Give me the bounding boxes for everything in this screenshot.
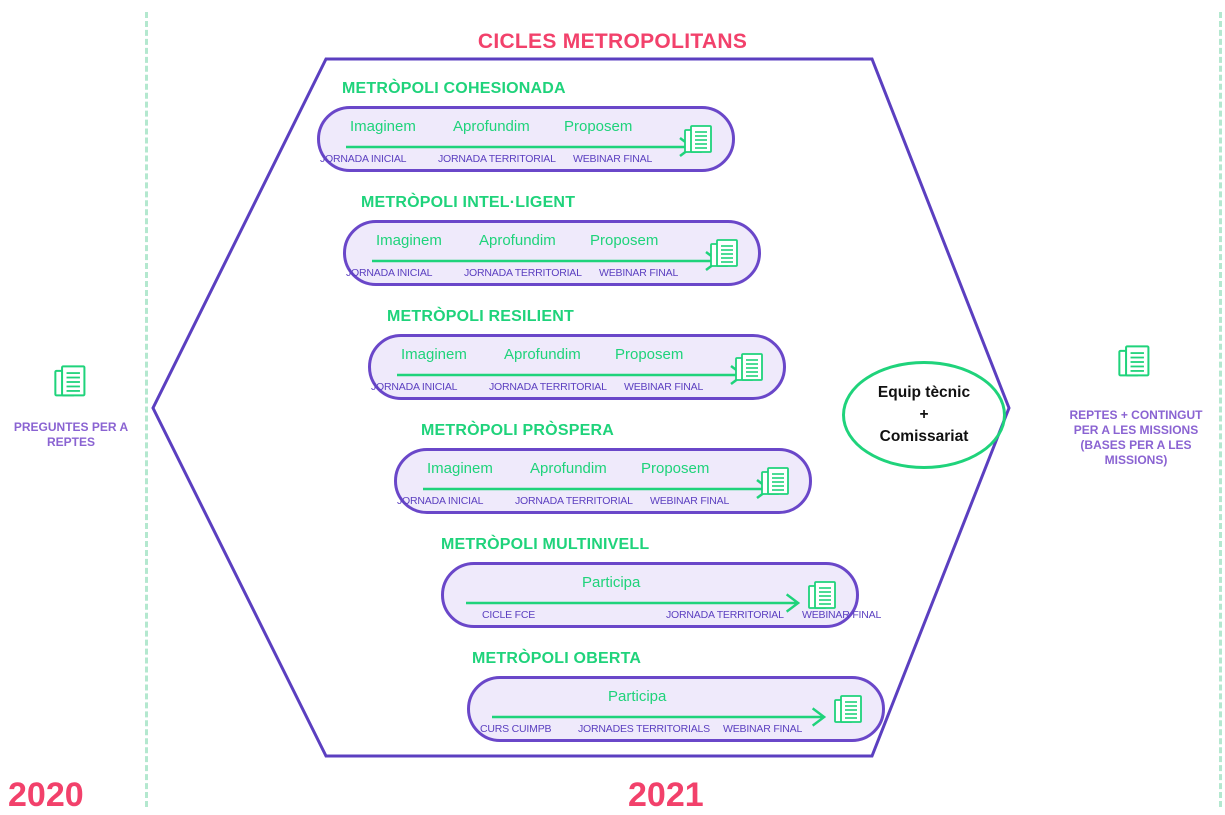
right-panel-label: REPTES + CONTINGUT PER A LES MISSIONS (B… bbox=[1069, 408, 1203, 467]
year-2021: 2021 bbox=[628, 776, 704, 814]
cycle-event: WEBINAR FINAL bbox=[650, 495, 730, 507]
documents-icon bbox=[834, 695, 862, 723]
left-panel-label: PREGUNTES PER A REPTES bbox=[13, 420, 129, 449]
cycle-step: Participa bbox=[582, 574, 641, 591]
cycle-event: JORNADA INICIAL bbox=[397, 495, 484, 507]
cycle-title: METRÒPOLI PRÒSPERA bbox=[421, 422, 614, 439]
cycle-title: METRÒPOLI COHESIONADA bbox=[342, 80, 566, 97]
cycle-event: JORNADA TERRITORIAL bbox=[666, 609, 784, 621]
documents-icon bbox=[710, 239, 738, 267]
documents-icon bbox=[1118, 345, 1150, 377]
cycle-step: Proposem bbox=[641, 460, 710, 477]
cycle-event: CURS CUIMPB bbox=[480, 723, 552, 735]
cycle-event: JORNADA TERRITORIAL bbox=[515, 495, 633, 507]
year-2020: 2020 bbox=[8, 776, 84, 814]
cycle-step: Imaginem bbox=[401, 346, 467, 363]
documents-icon bbox=[54, 365, 86, 397]
cycle-step: Imaginem bbox=[376, 232, 442, 249]
cycle-arrow bbox=[466, 593, 801, 613]
cycle-title: METRÒPOLI INTEL·LIGENT bbox=[361, 194, 576, 211]
cycle-event: JORNADA INICIAL bbox=[346, 267, 433, 279]
cycle-title: METRÒPOLI MULTINIVELL bbox=[441, 536, 650, 553]
cycle-event: WEBINAR FINAL bbox=[723, 723, 803, 735]
cycle-event: JORNADA TERRITORIAL bbox=[438, 153, 556, 165]
cycle-step: Proposem bbox=[564, 118, 633, 135]
cycle-event: WEBINAR FINAL bbox=[599, 267, 679, 279]
cycle-event: JORNADA INICIAL bbox=[371, 381, 458, 393]
cycle-step: Aprofundim bbox=[479, 232, 556, 249]
team-node-line3: Comissariat bbox=[879, 428, 969, 445]
cycle-event: WEBINAR FINAL bbox=[573, 153, 653, 165]
cycle-step: Proposem bbox=[590, 232, 659, 249]
right-divider bbox=[1219, 12, 1222, 807]
documents-icon bbox=[761, 467, 789, 495]
cycle-step: Aprofundim bbox=[530, 460, 607, 477]
cycle-step: Imaginem bbox=[350, 118, 416, 135]
cycle-event: CICLE FCE bbox=[482, 609, 536, 621]
cycle-event: JORNADA INICIAL bbox=[320, 153, 407, 165]
cycle-event: JORNADA TERRITORIAL bbox=[489, 381, 607, 393]
team-node: Equip tècnic + Comissariat bbox=[842, 361, 1006, 469]
cycle-event: JORNADES TERRITORIALS bbox=[578, 723, 710, 735]
team-node-line2: + bbox=[919, 406, 929, 423]
documents-icon bbox=[808, 581, 836, 609]
cycle-event: JORNADA TERRITORIAL bbox=[464, 267, 582, 279]
cycle-step: Participa bbox=[608, 688, 667, 705]
cycle-title: METRÒPOLI RESILIENT bbox=[387, 308, 574, 325]
team-node-line1: Equip tècnic bbox=[877, 384, 971, 401]
documents-icon bbox=[735, 353, 763, 381]
cycle-step: Proposem bbox=[615, 346, 684, 363]
cycle-event: WEBINAR FINAL bbox=[802, 609, 882, 621]
left-divider bbox=[145, 12, 148, 807]
cycle-arrow bbox=[492, 707, 827, 727]
cycle-step: Aprofundim bbox=[504, 346, 581, 363]
cycle-step: Aprofundim bbox=[453, 118, 530, 135]
cycle-event: WEBINAR FINAL bbox=[624, 381, 704, 393]
documents-icon bbox=[684, 125, 712, 153]
page-title: CICLES METROPOLITANS bbox=[477, 30, 748, 53]
cycle-title: METRÒPOLI OBERTA bbox=[472, 650, 642, 667]
cycle-step: Imaginem bbox=[427, 460, 493, 477]
